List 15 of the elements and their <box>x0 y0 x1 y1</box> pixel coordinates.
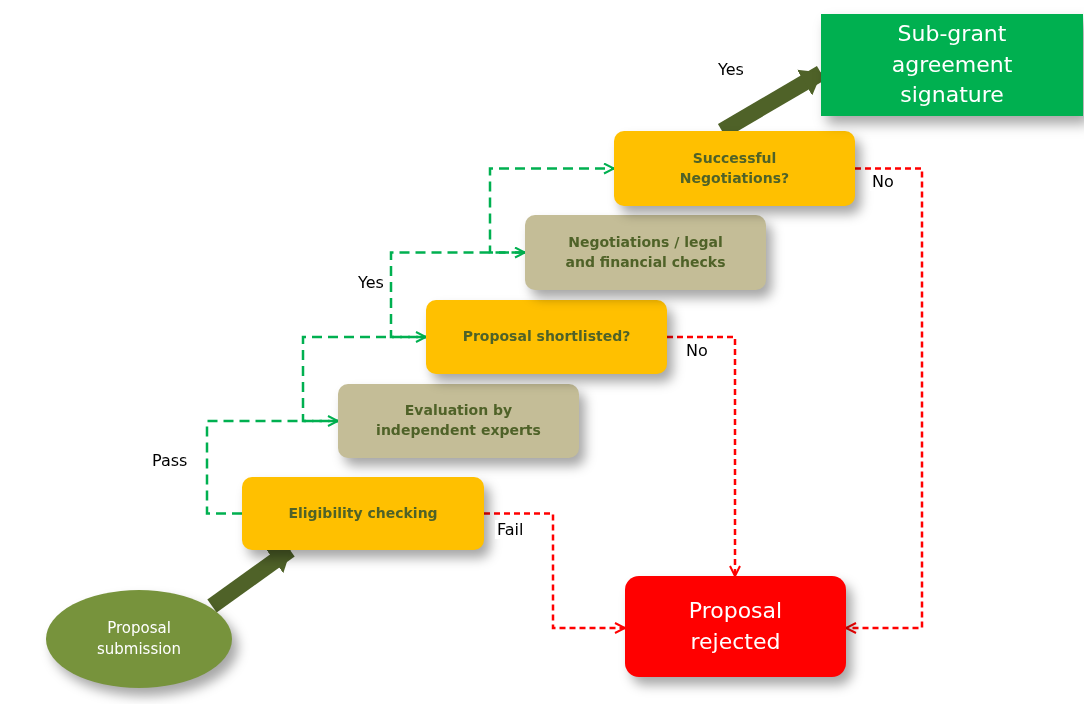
process-box: Evaluation by independent experts <box>338 384 579 458</box>
process-box: Successful Negotiations? <box>614 131 855 206</box>
dashed-arrow <box>845 167 924 634</box>
rejected-box: Proposal rejected <box>625 576 846 677</box>
dashed-arrow <box>205 415 339 515</box>
dashed-arrow <box>484 512 626 634</box>
dashed-arrow <box>301 331 427 423</box>
process-box: Proposal shortlisted? <box>426 300 667 374</box>
start-ellipse: Proposal submission <box>46 590 232 688</box>
dashed-arrow <box>667 335 741 577</box>
dashed-arrow <box>488 162 615 254</box>
process-box: Negotiations / legal and financial checks <box>525 215 766 290</box>
dashed-arrow <box>389 246 526 339</box>
end-box: Sub-grant agreement signature <box>821 14 1083 116</box>
process-box: Eligibility checking <box>242 477 484 550</box>
